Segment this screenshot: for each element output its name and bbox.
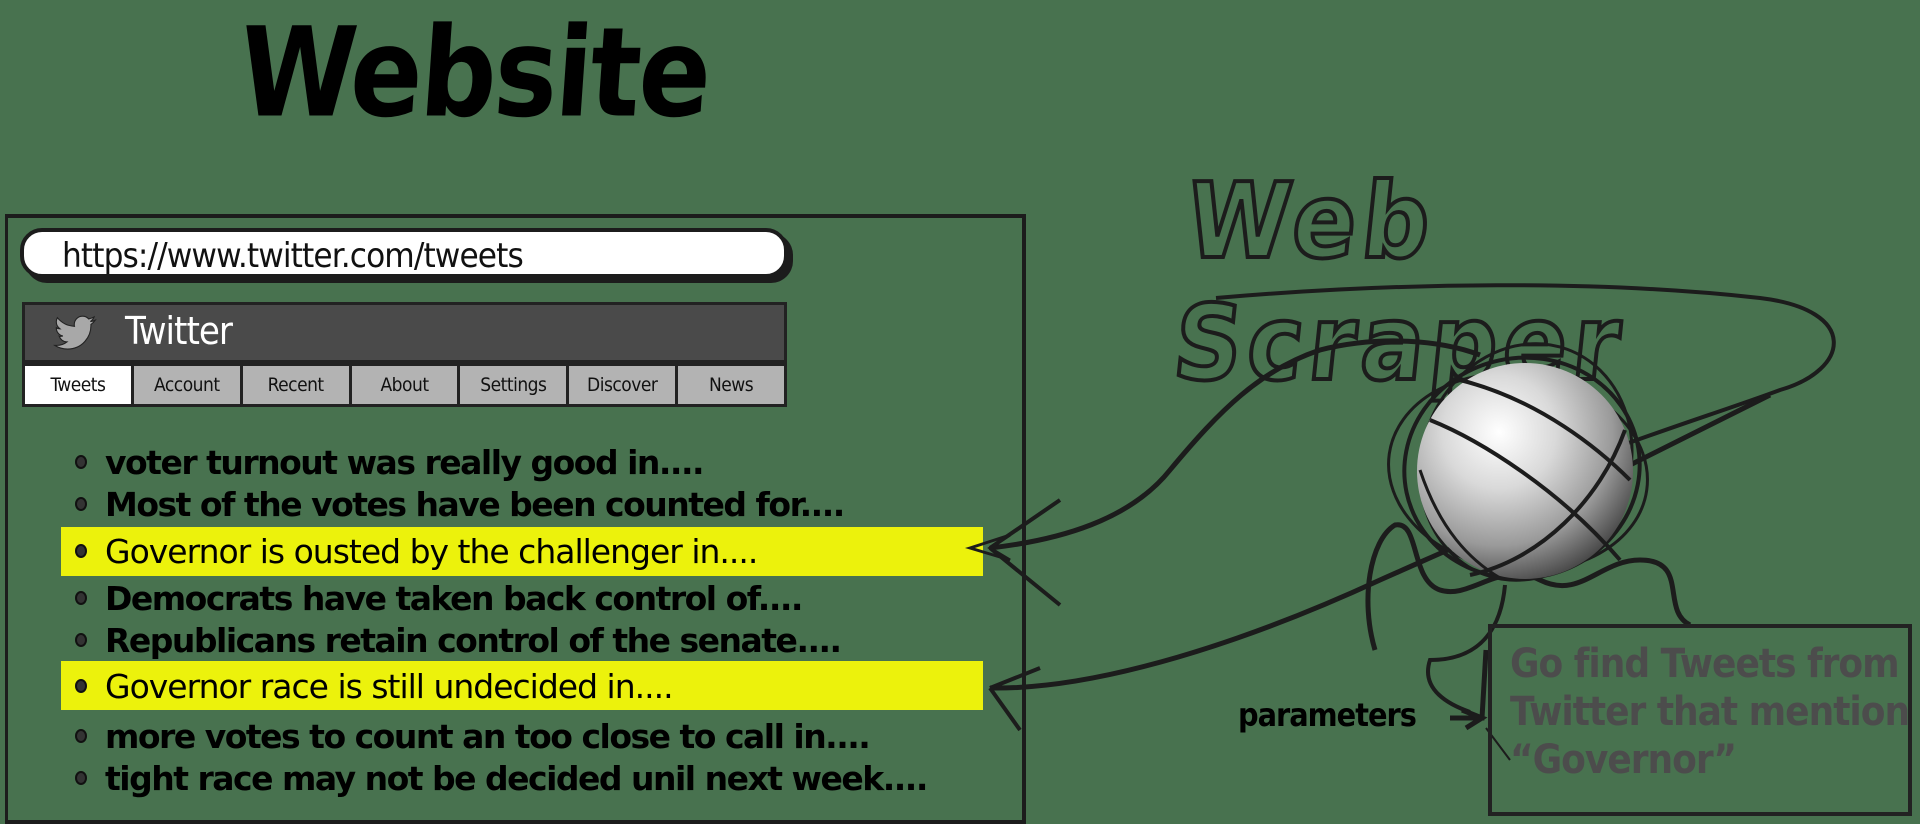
- tweet-list-item[interactable]: Republicans retain control of the senate…: [75, 618, 842, 662]
- tab-discover[interactable]: Discover: [569, 366, 676, 404]
- tweet-text: Democrats have taken back control of....: [105, 578, 803, 618]
- tweet-list-item[interactable]: tight race may not be decided unil next …: [75, 756, 928, 800]
- tab-about[interactable]: About: [351, 366, 458, 404]
- twitter-bird-icon: [53, 315, 97, 350]
- parameters-label: parameters: [1238, 696, 1417, 734]
- tweet-text: Most of the votes have been counted for.…: [105, 484, 845, 524]
- site-nav-tabs: Tweets Account Recent About Settings Dis…: [22, 363, 787, 407]
- tweet-text: tight race may not be decided unil next …: [105, 758, 928, 798]
- tweet-list-item[interactable]: Most of the votes have been counted for.…: [75, 482, 845, 526]
- highlight-bar: [61, 661, 983, 710]
- bullet-icon: [75, 679, 87, 693]
- parameters-text: Go find Tweets from Twitter that mention…: [1510, 641, 1910, 783]
- tab-settings[interactable]: Settings: [460, 366, 567, 404]
- bullet-icon: [75, 591, 87, 605]
- bullet-icon: [75, 544, 87, 558]
- tweet-list-item[interactable]: more votes to count an too close to call…: [75, 714, 871, 758]
- bullet-icon: [75, 771, 87, 785]
- tweet-list-item[interactable]: voter turnout was really good in....: [75, 440, 705, 484]
- tweet-list-item[interactable]: Democrats have taken back control of....: [75, 576, 803, 620]
- tweet-text: Republicans retain control of the senate…: [105, 620, 842, 660]
- tab-tweets[interactable]: Tweets: [25, 366, 131, 404]
- tweet-list-item-highlighted[interactable]: Governor is ousted by the challenger in.…: [75, 529, 758, 573]
- site-header: Twitter: [22, 302, 787, 363]
- bullet-icon: [75, 729, 87, 743]
- bullet-icon: [75, 497, 87, 511]
- bullet-icon: [75, 455, 87, 469]
- tweet-text: more votes to count an too close to call…: [105, 716, 871, 756]
- parameters-box: [1488, 624, 1912, 816]
- tweet-text: Governor race is still undecided in....: [105, 666, 674, 706]
- globe-sphere-icon: [1417, 363, 1633, 579]
- bullet-icon: [75, 633, 87, 647]
- tweet-text: voter turnout was really good in....: [105, 442, 705, 482]
- url-bar[interactable]: https://www.twitter.com/tweets: [20, 228, 788, 278]
- tab-account[interactable]: Account: [133, 366, 240, 404]
- tweet-list-item-highlighted[interactable]: Governor race is still undecided in....: [75, 664, 674, 708]
- highlight-bar: [61, 527, 983, 576]
- tweet-text: Governor is ousted by the challenger in.…: [105, 531, 758, 571]
- tab-recent[interactable]: Recent: [242, 366, 349, 404]
- tab-news[interactable]: News: [678, 366, 785, 404]
- site-name: Twitter: [125, 309, 233, 353]
- url-text: https://www.twitter.com/tweets: [62, 236, 524, 276]
